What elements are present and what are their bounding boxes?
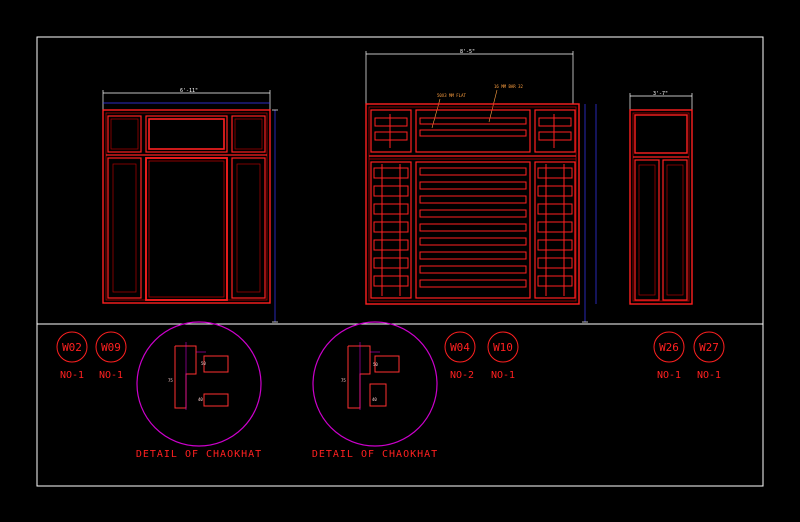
tag-w04: W04 NO-2 xyxy=(444,331,476,381)
tag-quantity: NO-1 xyxy=(657,370,681,381)
tag-code: W27 xyxy=(699,341,719,354)
tag-w10: W10 NO-1 xyxy=(487,331,519,381)
tag-quantity: NO-1 xyxy=(697,370,721,381)
left-window-elevation: 6'-11" xyxy=(102,88,278,323)
tag-code: W02 xyxy=(62,341,82,354)
svg-text:50: 50 xyxy=(373,362,378,367)
tag-quantity: NO-1 xyxy=(99,370,123,381)
detail-caption: DETAIL OF CHAOKHAT xyxy=(136,449,262,460)
detail-caption: DETAIL OF CHAOKHAT xyxy=(312,449,438,460)
right-window-elevation: 3'-7" xyxy=(629,91,693,305)
sheet-border xyxy=(36,36,764,487)
tag-w02: W02 NO-1 xyxy=(56,331,88,381)
tag-quantity: NO-1 xyxy=(60,370,84,381)
center-window-elevation: 8'-5" 50X3 MM FLAT 16 MM BAR 32 xyxy=(365,49,597,323)
tag-code: W09 xyxy=(101,341,121,354)
center-note-flat: 50X3 MM FLAT xyxy=(437,93,466,98)
tag-code: W26 xyxy=(659,341,679,354)
tag-w27: W27 NO-1 xyxy=(693,331,725,381)
tag-quantity: NO-1 xyxy=(491,370,515,381)
tag-code: W10 xyxy=(493,341,513,354)
center-width-dimension: 8'-5" xyxy=(460,49,475,55)
tag-w26: W26 NO-1 xyxy=(653,331,685,381)
tag-code: W04 xyxy=(450,341,470,354)
right-width-dimension: 3'-7" xyxy=(653,91,668,97)
tag-w09: W09 NO-1 xyxy=(95,331,127,381)
chaokhat-detail-1: 50 40 75 DETAIL OF CHAOKHAT xyxy=(136,321,262,460)
tag-quantity: NO-2 xyxy=(450,370,474,381)
svg-text:40: 40 xyxy=(372,397,377,402)
svg-text:40: 40 xyxy=(198,397,203,402)
svg-text:75: 75 xyxy=(168,378,173,383)
chaokhat-detail-2: 50 40 75 DETAIL OF CHAOKHAT xyxy=(312,321,438,460)
left-width-dimension: 6'-11" xyxy=(180,88,198,94)
svg-text:50: 50 xyxy=(201,361,206,366)
svg-text:75: 75 xyxy=(341,378,346,383)
center-note-bar: 16 MM BAR 32 xyxy=(494,84,523,89)
